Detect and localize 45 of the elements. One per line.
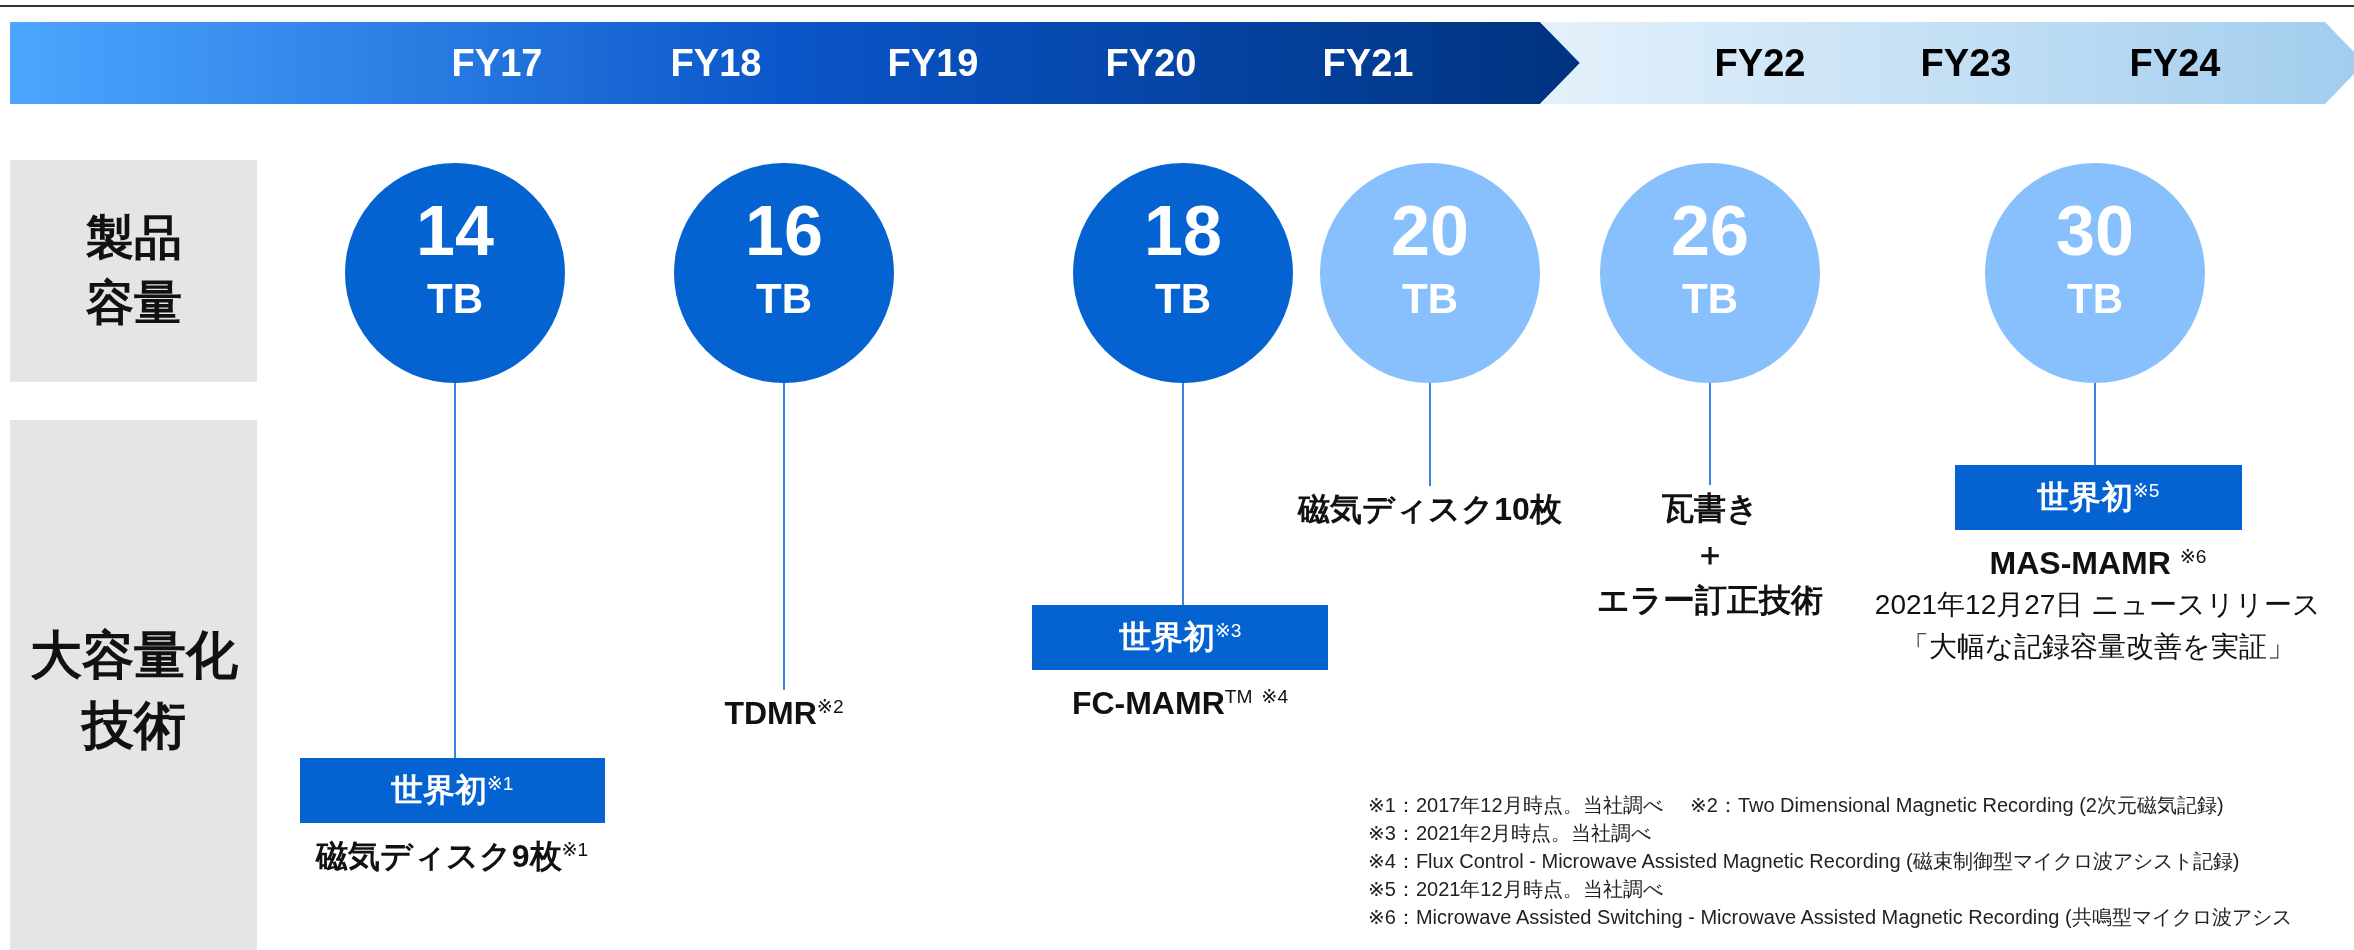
highlight-box: 世界初$^{※3}$ [1032, 605, 1328, 670]
leader-line [1709, 382, 1711, 486]
technology-label: 瓦書き [1660, 489, 1760, 528]
footnote-text: ※2：Two Dimensional Magnetic Recording (2次元磁気記録) [1690, 793, 2224, 818]
leader-line [454, 382, 456, 759]
year-label: FY23 [1920, 41, 2012, 85]
leader-line [783, 382, 785, 691]
capacity-number: 16 [745, 191, 823, 271]
capacity-number: 14 [416, 191, 494, 271]
year-label: FY20 [1105, 41, 1197, 85]
technology-label: エラー訂正技術 [1596, 581, 1824, 620]
news-release-note: 2021年12月27日 ニュースリリース「大幅な記録容量改善を実証」 [1873, 588, 2323, 664]
unit-label: TB [427, 275, 483, 323]
technology-label: MAS-MAMR $^{※6}$ [1988, 544, 2208, 583]
leader-line [2094, 382, 2096, 466]
leader-line [1182, 382, 1184, 606]
unit-label: TB [1682, 275, 1738, 323]
unit-label: TB [756, 275, 812, 323]
capacity-number: 30 [2056, 191, 2134, 271]
highlight-box: 世界初$^{※5}$ [1954, 465, 2242, 530]
year-label: FY19 [887, 41, 979, 85]
year-label: FY17 [451, 41, 543, 85]
year-label: FY22 [1714, 41, 1806, 85]
row-header: 大容量化技術 [10, 420, 257, 950]
technology-label: TDMR$^{※2}$ [574, 690, 994, 736]
unit-label: TB [1402, 275, 1458, 323]
row-header: 製品容量 [10, 160, 257, 382]
capacity-number: 18 [1144, 191, 1222, 271]
technology-label: 磁気ディスク9枚$^{※1}$ [314, 837, 590, 876]
technology-label: 磁気ディスク10枚 [1220, 486, 1640, 532]
leader-line [1429, 382, 1431, 487]
technology-label: ＋ [1693, 535, 1727, 574]
footnote-text: ※6：Microwave Assisted Switching - Microwave Assisted Magnetic Recording (共鳴型マイクロ波アシス [1368, 905, 2292, 930]
year-label: FY21 [1322, 41, 1414, 85]
footnote-text: ※1：2017年12月時点。当社調べ [1368, 793, 1663, 818]
capacity-number: 20 [1391, 191, 1469, 271]
footnote-text: ※4：Flux Control - Microwave Assisted Magnetic Recording (磁束制御型マイクロ波アシスト記録) [1368, 849, 2240, 874]
footnote-text: ※5：2021年12月時点。当社調べ [1368, 877, 1663, 902]
year-label: FY18 [670, 41, 762, 85]
footnote-text: ※3：2021年2月時点。当社調べ [1368, 821, 1652, 846]
year-label: FY24 [2129, 41, 2221, 85]
unit-label: TB [2067, 275, 2123, 323]
unit-label: TB [1155, 275, 1211, 323]
capacity-number: 26 [1671, 191, 1749, 271]
highlight-box: 世界初$^{※1}$ [299, 758, 605, 823]
